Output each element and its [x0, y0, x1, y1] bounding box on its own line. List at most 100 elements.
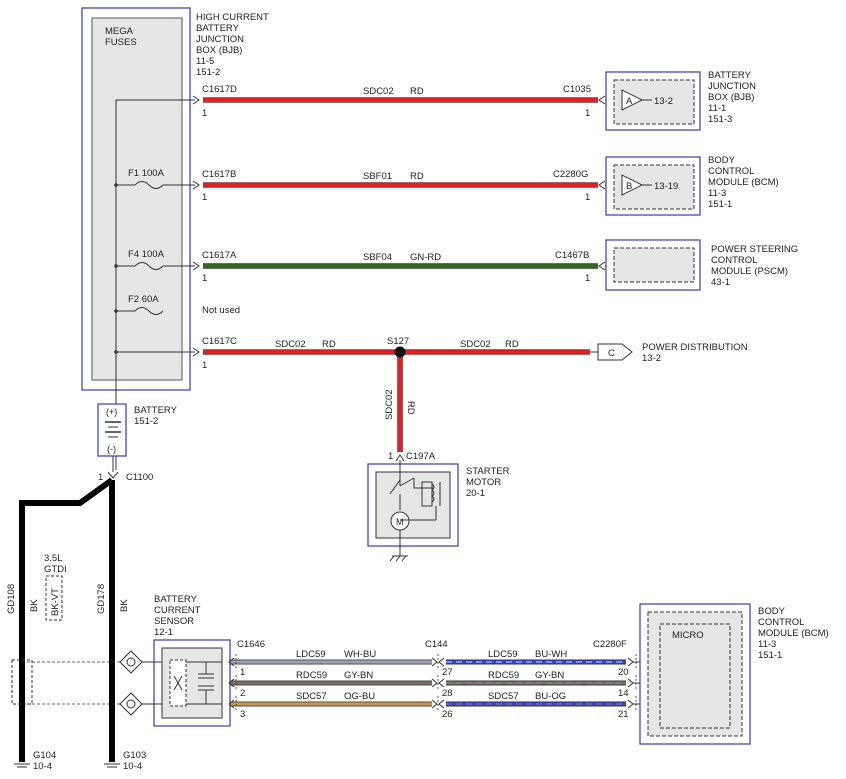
fuse-f4-symbol	[134, 262, 164, 270]
bcm-pin-2: 14	[618, 688, 629, 699]
pin-right-row1: 1	[585, 108, 590, 119]
circuit-label-row1: SDC02	[363, 86, 394, 97]
fuse-f1-label: F1 100A	[128, 168, 165, 179]
ref-13-19: 13-19	[654, 181, 678, 192]
circuit-label-row2: SBF01	[363, 171, 392, 182]
pin-left-row1: 1	[202, 108, 207, 119]
circuit-row-2: C1617B 1 SBF01 RD C2280G 1	[202, 169, 622, 203]
engine-option-color: BK-VT	[50, 588, 61, 616]
module-bcm-top: B 13-19 BODY CONTROL MODULE (BCM) 11-3 1…	[605, 155, 779, 216]
bjb-right-title-4: 11-1	[708, 103, 726, 114]
color-label-row1: RD	[410, 86, 424, 97]
module-bcm-bottom: MICRO BODY CONTROL MODULE (BCM) 11-3 151…	[639, 603, 829, 745]
circuit-row-3: C1617A 1 SBF04 GN-RD C1467B 1	[202, 250, 614, 284]
pscm-title-1: POWER STEERING	[711, 244, 798, 255]
connector-c1617c: C1617C	[202, 336, 237, 347]
mega-fuses-label-2: FUSES	[105, 37, 137, 48]
sensor-color-left-3: OG-BU	[344, 691, 375, 702]
power-distribution-ref: 13-2	[642, 353, 661, 364]
sensor-circuit-left-3: SDC57	[296, 691, 327, 702]
circuit-row-1: C1617D 1 SDC02 RD C1035 1	[202, 84, 622, 119]
pin-right-row2: 1	[585, 192, 590, 203]
bcm-bottom-title-3: MODULE (BCM)	[758, 628, 829, 639]
fuse-f2-symbol	[134, 307, 164, 315]
ground-option-bracket	[11, 659, 33, 705]
circuit-label-row4-right: SDC02	[460, 339, 491, 350]
power-distribution-tag: C POWER DISTRIBUTION 13-2	[597, 342, 748, 364]
sensor-color-right-3: BU-OG	[535, 691, 566, 702]
ground-wires: GD108 BK GD178 BK 3.5L GTDI BK-VT G104 1…	[6, 477, 146, 772]
sensor-wires: 1LDC59WH-BU27LDC59BU-WH20BCS2RDC59GY-BN2…	[228, 649, 704, 720]
battery-ref: 151-2	[134, 416, 158, 427]
bjb-right-title-1: BATTERY	[708, 70, 752, 81]
splice-s127	[394, 346, 406, 358]
g103-ref: 10-4	[123, 761, 142, 772]
engine-option-2: GTDI	[44, 564, 67, 575]
sensor-color-left-1: WH-BU	[344, 649, 376, 660]
bjb-title-6: 151-2	[196, 67, 220, 78]
sensor-circuit-left-2: RDC59	[296, 670, 327, 681]
vertical-color-label: RD	[405, 401, 416, 415]
vertical-circuit-label: SDC02	[384, 389, 395, 420]
module-pscm: POWER STEERING CONTROL MODULE (PSCM) 43-…	[605, 239, 798, 291]
fuse-f4-label: F4 100A	[128, 249, 165, 260]
bjb-right-title-3: BOX (BJB)	[708, 92, 754, 103]
starter-title-2: MOTOR	[466, 477, 501, 488]
battery-minus: (-)	[107, 444, 116, 454]
gd108-color: BK	[29, 599, 40, 612]
starter-title-1: STARTER	[466, 466, 510, 477]
power-distribution-title: POWER DISTRIBUTION	[642, 342, 748, 353]
pscm-title-2: CONTROL	[711, 255, 757, 266]
battery-pin: 1	[98, 472, 103, 483]
connector-c1646: C1646	[237, 639, 265, 650]
circuit-label-row4: SDC02	[275, 339, 306, 350]
gd178-color: BK	[119, 599, 130, 612]
color-label-row3: GN-RD	[410, 252, 441, 263]
battery-title: BATTERY	[134, 405, 178, 416]
connector-c1617d: C1617D	[202, 84, 237, 95]
splice-s127-label: S127	[387, 336, 409, 347]
mega-fuses-label-1: MEGA	[105, 26, 134, 37]
starter-pin: 1	[388, 451, 393, 462]
bjb-right-title-5: 151-3	[708, 114, 732, 125]
bjb-title-3: JUNCTION	[196, 34, 244, 45]
g104-label: G104	[33, 750, 56, 761]
sensor-circuit-left-1: LDC59	[296, 649, 326, 660]
pin-left-row4: 1	[202, 360, 207, 371]
high-current-bjb: MEGA FUSES F1 100A F4 100A F2 60A Not us…	[81, 7, 269, 470]
pscm-title-4: 43-1	[711, 277, 730, 288]
bjb-right-title-2: JUNCTION	[708, 81, 756, 92]
not-used-label: Not used	[202, 305, 240, 316]
micro-label: MICRO	[672, 630, 704, 641]
sensor-color-right-1: BU-WH	[535, 649, 567, 660]
svg-text:M: M	[396, 517, 404, 527]
color-label-row2: RD	[410, 171, 424, 182]
g104-ref: 10-4	[33, 761, 52, 772]
bjb-title-4: BOX (BJB)	[196, 45, 242, 56]
connector-c144: C144	[425, 639, 448, 650]
connector-c1617b: C1617B	[202, 169, 236, 180]
circuit-label-row3: SBF04	[363, 252, 392, 263]
bcm-bottom-title-1: BODY	[758, 606, 786, 617]
gd178-label: GD178	[96, 584, 107, 614]
marker-c: C	[608, 348, 615, 359]
sensor-title-2: CURRENT	[154, 605, 201, 616]
sensor-pin-1: 1	[240, 667, 245, 678]
pin-left-row3: 1	[202, 273, 207, 284]
bcm-top-title-3: MODULE (BCM)	[708, 177, 779, 188]
pin-right-row3: 1	[585, 273, 590, 284]
sensor-title-4: 12-1	[154, 627, 173, 638]
bcm-top-title-5: 151-1	[708, 199, 732, 210]
sensor-color-right-2: GY-BN	[535, 670, 564, 681]
sensor-circuit-right-2: RDC59	[488, 670, 519, 681]
circuit-row-4: C1617C 1 SDC02 RD S127 SDC02 RD SDC02 RD	[202, 336, 598, 452]
starter-title-3: 20-1	[466, 488, 485, 499]
bcm-bottom-title-2: CONTROL	[758, 617, 804, 628]
sensor-pin-2: 2	[240, 688, 245, 699]
mid-pin-2: 28	[442, 688, 453, 699]
bcm-top-title-1: BODY	[708, 155, 736, 166]
sensor-circuit-right-1: LDC59	[488, 649, 518, 660]
sensor-circuit-right-3: SDC57	[488, 691, 519, 702]
fuse-f2-label: F2 60A	[128, 294, 159, 305]
